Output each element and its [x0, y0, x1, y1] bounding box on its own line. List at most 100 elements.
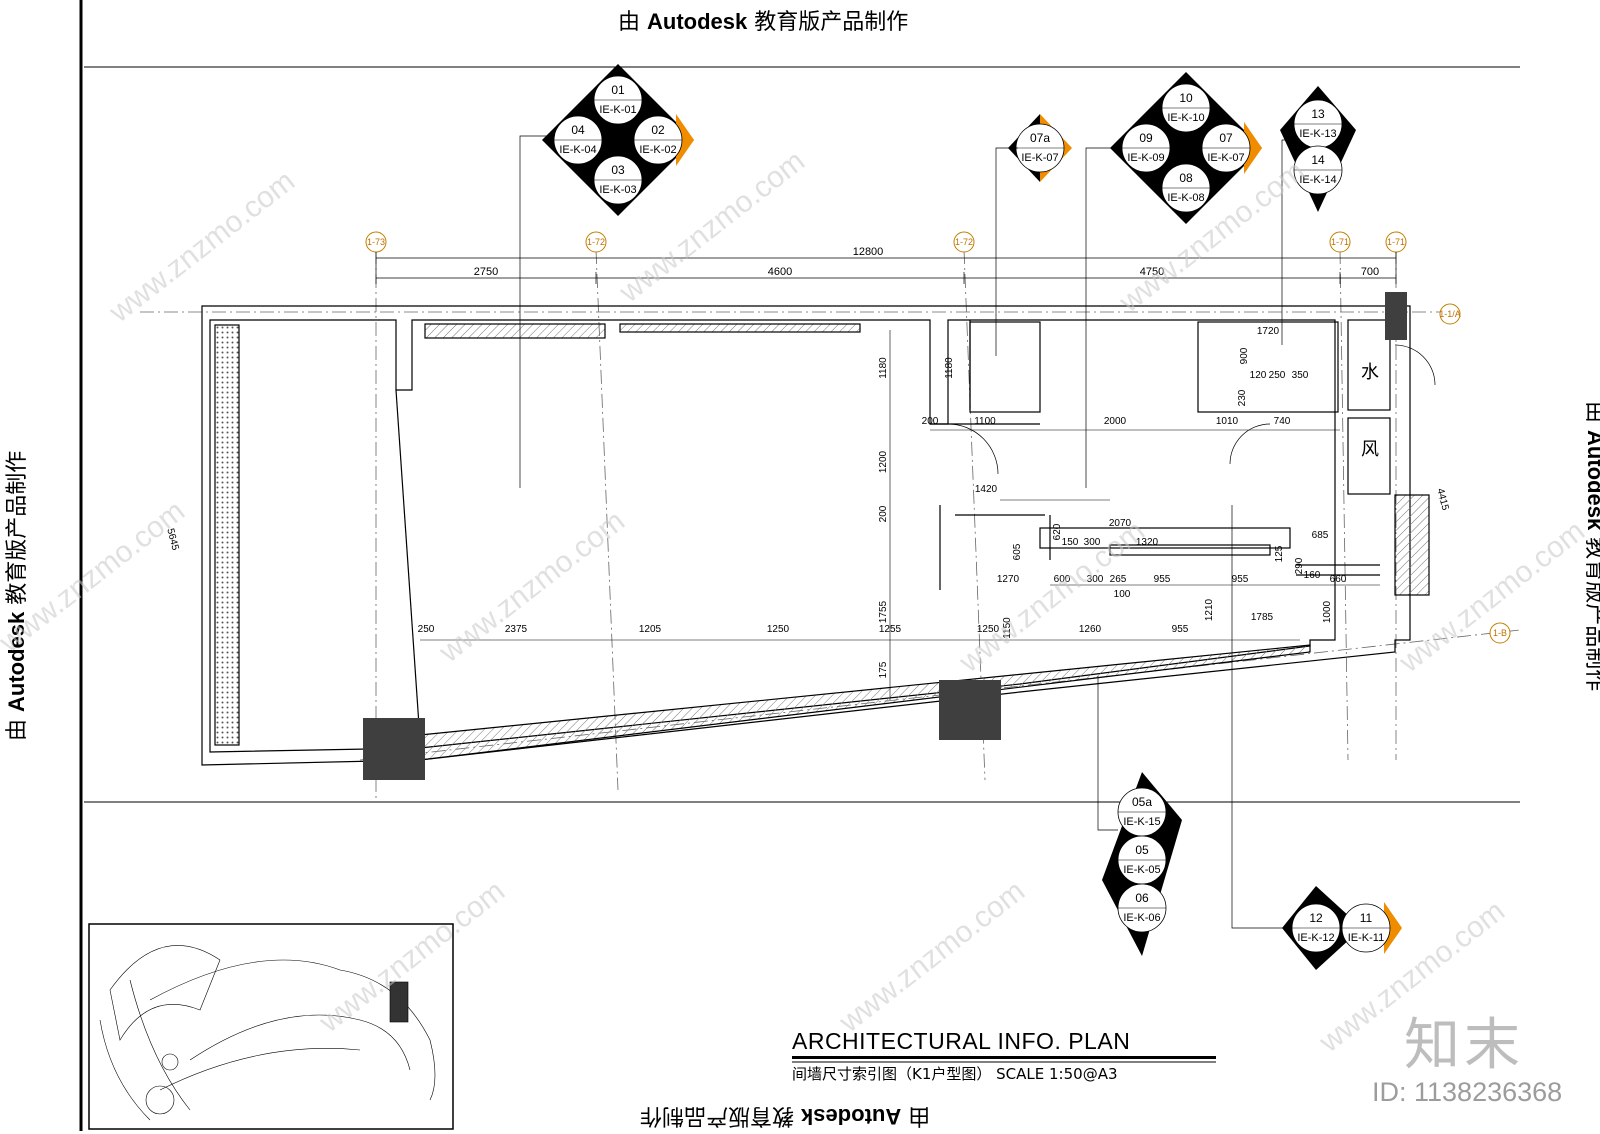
- leader-lines: [519, 135, 1290, 929]
- elevation-reference: IE-K-15: [1123, 816, 1160, 828]
- dimension-label: 120: [1250, 370, 1267, 381]
- dimension-label: 200: [878, 505, 889, 522]
- dimension-label: 150: [1062, 537, 1079, 548]
- grid-label: 1-71: [1387, 237, 1405, 247]
- watermark-logo: 知末: [1404, 1013, 1524, 1078]
- elevation-reference: IE-K-11: [1348, 932, 1384, 944]
- dimension-label: 740: [1274, 416, 1291, 427]
- elevation-reference: IE-K-07: [1207, 152, 1244, 164]
- dimension-label: 1180: [878, 357, 889, 379]
- dimension-label: 1270: [997, 574, 1020, 585]
- elevation-number: 07a: [1030, 131, 1050, 145]
- dimension-label: 290: [1294, 557, 1305, 574]
- dimension-label: 1100: [974, 416, 996, 427]
- dimension-label: 1210: [1204, 598, 1215, 621]
- elevation-number: 12: [1309, 911, 1323, 925]
- grid-bubble: 1-71: [1329, 231, 1351, 253]
- dimension-label: 250: [1269, 370, 1286, 381]
- grid-label: 1-72: [955, 237, 973, 247]
- dimension-label: 125: [1274, 545, 1285, 562]
- room-label-water: 水: [1361, 362, 1379, 382]
- dimension-label: 1250: [977, 624, 1000, 635]
- grid-label: 1-72: [587, 237, 605, 247]
- dimension-label: 1720: [1257, 326, 1280, 337]
- autodesk-stamp-top: 由 Autodesk 教育版产品制作: [618, 9, 909, 35]
- grid-bubble: 1-B: [1489, 622, 1511, 644]
- dimension-label: 2070: [1109, 518, 1132, 529]
- dimension-label: 160: [1304, 570, 1321, 581]
- elevation-number: 01: [611, 83, 625, 97]
- dimension-label: 900: [1239, 347, 1250, 364]
- dimension-label: 955: [1172, 624, 1189, 635]
- dimension-label: 1250: [767, 624, 790, 635]
- grid-label: 1-71: [1331, 237, 1349, 247]
- grid-label: 1-73: [367, 237, 385, 247]
- elevation-number: 10: [1179, 91, 1193, 105]
- dimension-label: 600: [1054, 574, 1071, 585]
- dimension-label: 1260: [1079, 624, 1102, 635]
- dimension-segment: 4750: [1140, 266, 1164, 278]
- elevation-number: 07: [1219, 131, 1233, 145]
- grid-bubble: 1-1/A: [1439, 303, 1461, 325]
- top-dimension-chain: 12800 2750 4600 4750 700: [375, 246, 1397, 284]
- structural-columns: [363, 292, 1407, 780]
- drawing-subtitle: 间墙尺寸索引图（K1户型图） SCALE 1:50@A3: [792, 1065, 1118, 1083]
- dimension-segment: 700: [1361, 266, 1379, 278]
- walls: [201, 305, 1430, 766]
- dimension-label: 100: [1114, 589, 1131, 600]
- dimension-label: 1205: [639, 624, 662, 635]
- dimension-label: 955: [1154, 574, 1171, 585]
- elevation-reference: IE-K-13: [1299, 128, 1336, 140]
- dimension-label: 200: [922, 416, 939, 427]
- elevation-reference: IE-K-04: [559, 144, 596, 156]
- elevation-number: 13: [1311, 107, 1325, 121]
- title-block: ARCHITECTURAL INFO. PLAN 间墙尺寸索引图（K1户型图） …: [792, 1028, 1216, 1084]
- elevation-number: 11: [1360, 911, 1373, 925]
- elevation-markers: 01IE-K-0104IE-K-0402IE-K-0203IE-K-0307aI…: [542, 64, 1402, 970]
- grid-bubble: 1-72: [953, 231, 975, 253]
- dimension-label: 1010: [1216, 416, 1239, 427]
- sheet-frame: [79, 0, 1520, 1131]
- elevation-number: 04: [571, 123, 585, 137]
- dimension-label: 1200: [878, 450, 889, 473]
- dimension-label: 660: [1330, 574, 1347, 585]
- dimension-label: 955: [1232, 574, 1249, 585]
- elevation-number: 14: [1311, 153, 1325, 167]
- grid-label: 1-1/A: [1439, 309, 1461, 319]
- dimension-label: 2000: [1104, 416, 1127, 427]
- elevation-reference: IE-K-07: [1021, 152, 1058, 164]
- key-plan-inset: [88, 923, 454, 1130]
- elevation-reference: IE-K-08: [1167, 192, 1204, 204]
- elevation-number: 02: [651, 123, 665, 137]
- elevation-number: 06: [1135, 891, 1149, 905]
- grid-bubble: 1-72: [585, 231, 607, 253]
- elevation-number: 09: [1139, 131, 1153, 145]
- dimension-label: 4415: [1434, 487, 1450, 512]
- dimension-label: 1420: [975, 484, 998, 495]
- elevation-number: 05a: [1132, 795, 1152, 809]
- dimension-label: 1000: [1322, 600, 1333, 623]
- dimension-label: 265: [1110, 574, 1127, 585]
- room-labels: 水 风: [1361, 362, 1379, 459]
- elevation-reference: IE-K-14: [1299, 174, 1336, 186]
- elevation-reference: IE-K-12: [1297, 932, 1334, 944]
- dimension-label: 1320: [1136, 537, 1159, 548]
- watermark-id: ID: 1138236368: [1372, 1077, 1563, 1107]
- elevation-reference: IE-K-10: [1167, 112, 1204, 124]
- dimension-label: 1150: [1002, 617, 1013, 639]
- dimension-segment: 2750: [474, 266, 498, 278]
- elevation-reference: IE-K-05: [1123, 864, 1160, 876]
- dimension-label: 605: [1012, 543, 1023, 560]
- dimension-label: 5645: [164, 527, 180, 552]
- dimension-label: 685: [1312, 530, 1329, 541]
- grid-bubble: 1-73: [365, 231, 387, 253]
- dimension-segment: 4600: [768, 266, 792, 278]
- dimension-label: 620: [1052, 523, 1063, 540]
- dimension-label: 2375: [505, 624, 528, 635]
- elevation-number: 08: [1179, 171, 1193, 185]
